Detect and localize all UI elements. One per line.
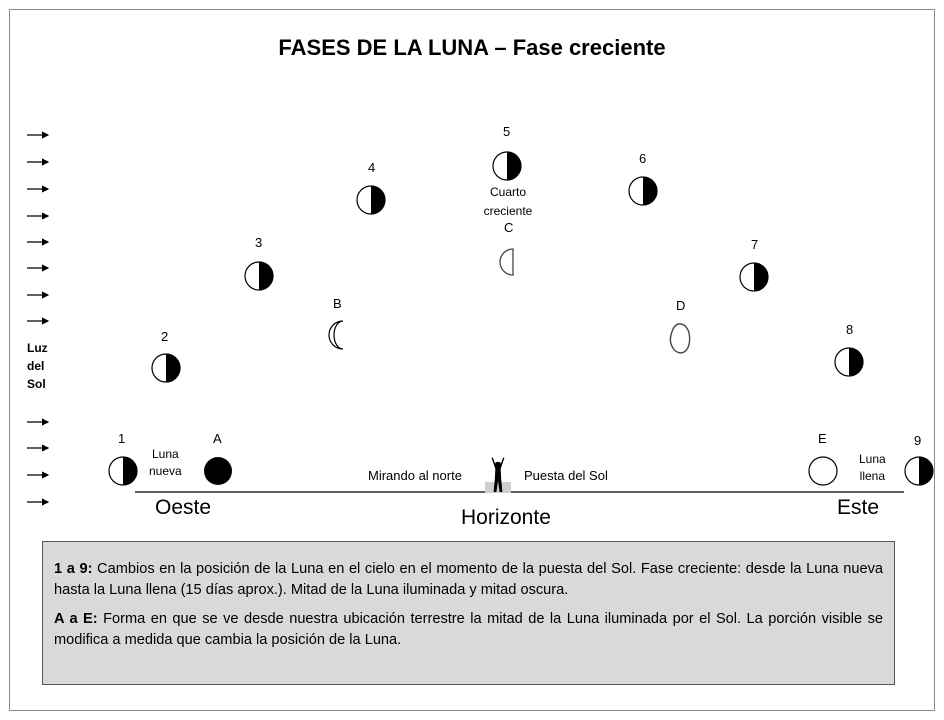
moon-icon [808, 456, 838, 486]
note-paragraph: A a E: Forma en que se ve desde nuestra … [54, 609, 883, 651]
info-box: 1 a 9: Cambios en la posición de la Luna… [42, 541, 895, 685]
new-moon-label-line: Luna [152, 447, 179, 461]
position-number: 3 [255, 235, 263, 250]
moon-views [204, 248, 838, 486]
moon-icon [328, 320, 344, 350]
full-moon-label-line: llena [859, 469, 886, 483]
note-text: Cambios en la posición de la Luna en el … [54, 561, 883, 598]
moon-icon [499, 248, 514, 276]
moon-icon [244, 261, 274, 291]
diagram-title: FASES DE LA LUNA – Fase creciente [278, 35, 666, 60]
position-number: 5 [503, 124, 511, 139]
sunlight-label: Luz del Sol [27, 339, 48, 393]
view-letter: C [504, 220, 514, 235]
moon-icon [151, 353, 181, 383]
first-quarter-label: Cuarto creciente [470, 183, 546, 221]
position-number: 8 [846, 322, 854, 337]
moon-icon [204, 457, 232, 485]
first-quarter-label-line: creciente [483, 204, 533, 218]
moon-icon [492, 151, 522, 181]
position-number: 1 [118, 431, 126, 446]
position-number: 7 [751, 237, 759, 252]
west-label: Oeste [155, 496, 212, 519]
position-number: 6 [639, 151, 647, 166]
sunlight-label-line: Luz [27, 341, 48, 355]
moon-icon [628, 176, 658, 206]
position-number: 4 [368, 160, 376, 175]
new-moon-label-line: nueva [149, 464, 182, 478]
person-icon [485, 457, 511, 493]
moon-icon [739, 262, 769, 292]
view-letter: B [333, 296, 342, 311]
sunlight-label-line: del [27, 359, 45, 373]
moon-icon [108, 456, 138, 486]
moon-icon [669, 323, 691, 354]
full-moon-label-line: Luna [859, 452, 886, 466]
view-letter: E [818, 431, 827, 446]
note-paragraph: 1 a 9: Cambios en la posición de la Luna… [54, 559, 883, 601]
moon-icon [904, 456, 934, 486]
east-label: Este [837, 496, 880, 519]
looking-north-label: Mirando al norte [368, 468, 462, 483]
note-text: Forma en que se ve desde nuestra ubicaci… [54, 611, 883, 648]
view-letter: D [676, 298, 686, 313]
view-letter: A [213, 431, 222, 446]
note-heading: A a E: [54, 611, 98, 627]
horizon-label: Horizonte [461, 506, 551, 529]
new-moon-label: Luna nueva [149, 446, 182, 480]
sunlight-label-line: Sol [27, 377, 46, 391]
sunset-label: Puesta del Sol [524, 468, 608, 483]
moon-positions [108, 151, 934, 486]
full-moon-label: Luna llena [859, 451, 886, 485]
note-heading: 1 a 9: [54, 561, 93, 577]
moon-icon [356, 185, 386, 215]
position-number: 9 [914, 433, 922, 448]
moon-icon [834, 347, 864, 377]
position-number: 2 [161, 329, 169, 344]
first-quarter-label-line: Cuarto [489, 185, 527, 199]
